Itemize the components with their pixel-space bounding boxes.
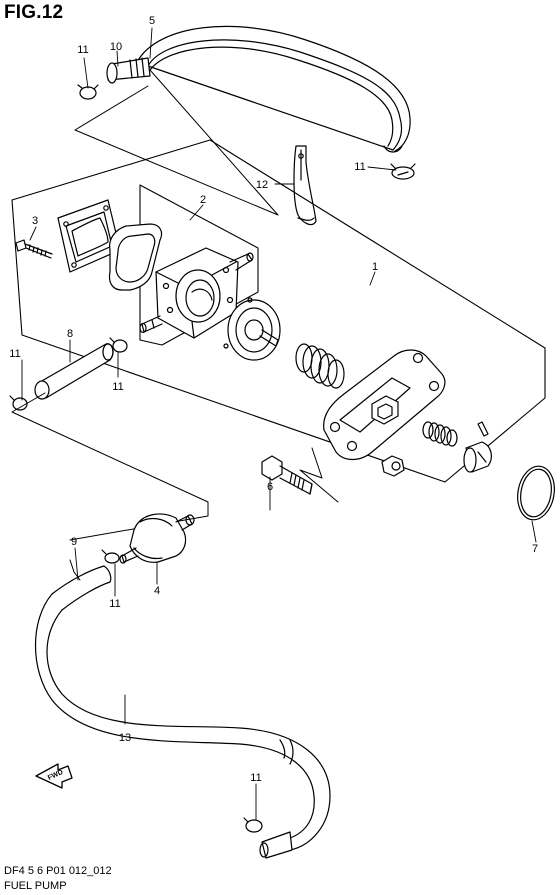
callout-11-pin: 11: [112, 381, 123, 393]
callout-1: 1: [372, 261, 378, 273]
assembly-outline-1: [11, 139, 546, 483]
upper-fuel-hose: [136, 25, 411, 153]
spring: [295, 343, 345, 389]
hose-clip-pin-right: [109, 337, 128, 353]
screw-3: [15, 239, 53, 259]
bolt-6: [261, 455, 313, 495]
callout-3: 3: [32, 215, 38, 227]
hose-clip-bottom: [243, 817, 263, 833]
callout-7: 7: [532, 543, 538, 555]
callout-13: 13: [119, 732, 131, 744]
callout-8: 8: [67, 328, 73, 340]
callout-11-bottom: 11: [250, 772, 261, 784]
cover-nut: [381, 455, 405, 477]
pump-cover: [323, 349, 446, 461]
forward-arrow: [35, 763, 73, 789]
hose-clamp: [293, 145, 317, 226]
fuel-filter-4: [119, 513, 195, 564]
hose-clip-pin-left: [9, 395, 28, 411]
callout-11-filter: 11: [109, 598, 120, 610]
valve-plug: [463, 441, 492, 473]
callout-11-top: 11: [77, 44, 88, 56]
callout-6: 6: [267, 481, 273, 493]
callout-2: 2: [200, 194, 206, 206]
diaphragm-plate: [108, 223, 163, 291]
callout-12: 12: [256, 179, 268, 191]
upper-hose-group-outline: [74, 69, 279, 216]
o-ring-7: [517, 465, 555, 521]
leader-lines: [21, 27, 537, 821]
callout-5: 5: [149, 15, 155, 27]
hose-clip-filter: [101, 549, 120, 564]
hose-clip-top-right: [390, 163, 416, 180]
pump-body: [139, 247, 254, 339]
bolt-guide: [299, 447, 339, 503]
callout-10: 10: [110, 41, 122, 53]
lower-hose-group-outline: [11, 392, 209, 541]
lower-fuel-hose: [34, 565, 331, 859]
figure-title: FIG.12: [4, 2, 64, 23]
callout-4: 4: [154, 585, 160, 597]
callout-11-right: 11: [354, 161, 365, 173]
diagram-caption: FUEL PUMP: [4, 880, 67, 892]
hose-fitting-10: [106, 57, 151, 84]
diaphragm: [223, 297, 281, 361]
callout-9: 9: [71, 536, 77, 548]
diagram-code: DF4 5 6 P01 012_012: [4, 865, 112, 877]
callout-11-left: 11: [9, 348, 20, 360]
valve-pin: [477, 421, 489, 437]
pin-8: [34, 343, 114, 400]
valve-spring: [422, 421, 458, 447]
